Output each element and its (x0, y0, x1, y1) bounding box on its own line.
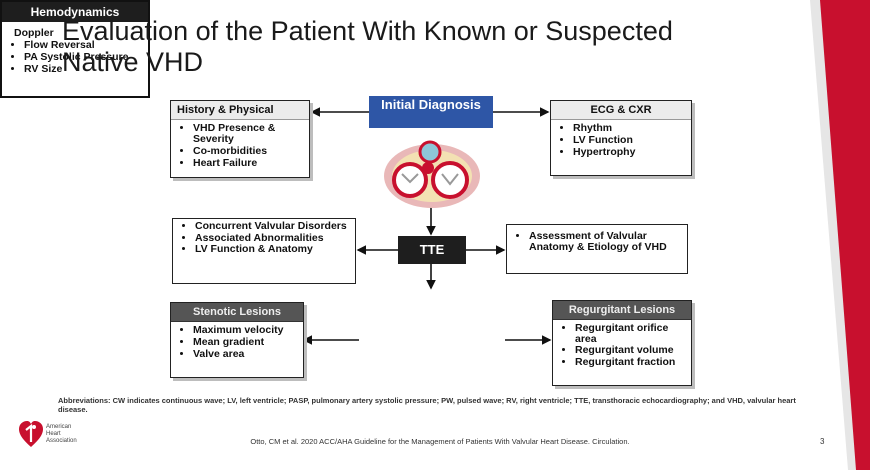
list-item: Concurrent Valvular Disorders (195, 221, 351, 232)
list-item: Maximum velocity (193, 325, 299, 336)
initial-diagnosis-box: Initial Diagnosis (369, 96, 493, 128)
list-item: PA Systolic Pressure (24, 52, 144, 63)
stenotic-lesions-box: Stenotic Lesions Maximum velocity Mean g… (170, 302, 304, 378)
tte-findings-box: Concurrent Valvular Disorders Associated… (172, 218, 356, 284)
list-item: LV Function & Anatomy (195, 244, 351, 255)
history-physical-title: History & Physical (171, 101, 309, 120)
abbreviations-text: Abbreviations: CW indicates continuous w… (58, 396, 796, 414)
list-item: Assessment of Valvular Anatomy & Etiolog… (529, 231, 683, 253)
hemodynamics-box: Hemodynamics Doppler Flow Reversal PA Sy… (0, 0, 150, 98)
list-item: Hypertrophy (573, 147, 687, 158)
list-item: Valve area (193, 349, 299, 360)
list-item: Mean gradient (193, 337, 299, 348)
valvular-anatomy-box: Assessment of Valvular Anatomy & Etiolog… (506, 224, 688, 274)
list-item: LV Function (573, 135, 687, 146)
list-item: Regurgitant fraction (575, 356, 687, 368)
tte-box: TTE (398, 236, 466, 264)
regurgitant-lesions-title: Regurgitant Lesions (553, 301, 691, 320)
stenotic-lesions-title: Stenotic Lesions (171, 303, 303, 322)
history-physical-box: History & Physical VHD Presence & Severi… (170, 100, 310, 178)
aha-logo-text: American Heart Association (46, 424, 77, 444)
hemodynamics-title: Hemodynamics (2, 2, 148, 22)
citation-text: Otto, CM et al. 2020 ACC/AHA Guideline f… (250, 437, 630, 446)
list-item: Regurgitant orifice area (575, 323, 687, 344)
list-item: Regurgitant volume (575, 345, 687, 356)
list-item: Rhythm (573, 123, 687, 134)
regurgitant-lesions-box: Regurgitant Lesions Regurgitant orifice … (552, 300, 692, 386)
slide-title: Evaluation of the Patient With Known or … (62, 16, 673, 77)
list-item: Flow Reversal (24, 40, 144, 51)
corner-decoration (810, 0, 870, 470)
heart-valve-icon (384, 140, 480, 208)
slide-number: 3 (820, 437, 825, 446)
list-item: VHD Presence & Severity (193, 123, 305, 145)
list-item: RV Size (24, 64, 144, 75)
ecg-cxr-box: ECG & CXR Rhythm LV Function Hypertrophy (550, 100, 692, 176)
ecg-cxr-title: ECG & CXR (551, 101, 691, 120)
list-item: Co-morbidities (193, 146, 305, 157)
list-item: Doppler (14, 27, 54, 39)
aha-logo-icon (19, 421, 43, 447)
list-item: Heart Failure (193, 158, 305, 169)
list-item: Associated Abnormalities (195, 232, 351, 244)
